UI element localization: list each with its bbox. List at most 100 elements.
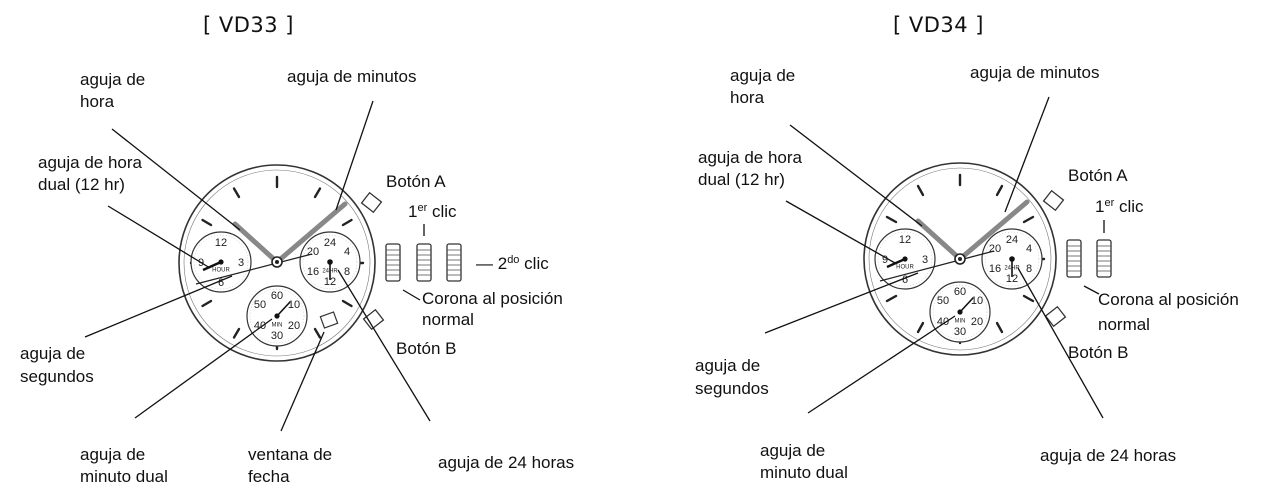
- hour-hand-label: aguja de: [730, 66, 795, 85]
- dual-minute-label-2: minuto dual: [80, 467, 168, 486]
- vd33-leader-lines: [84, 100, 431, 432]
- vd34-crown-click1: [1096, 239, 1112, 278]
- subdial-24h-4: 4: [344, 246, 350, 258]
- vd33-crown-click1: [416, 243, 432, 282]
- vd33-crown-normal: [385, 243, 401, 282]
- subdial-min-caption: MIN: [272, 323, 283, 329]
- dual-hour-label-2: dual (12 hr): [38, 175, 125, 194]
- button-a-label: Botón A: [386, 172, 446, 191]
- vd33-hour-hand: [232, 221, 280, 265]
- vd34-seconds-hand: [879, 250, 995, 282]
- subdial-min-40: 40: [937, 316, 949, 328]
- date-window-label: ventana de: [248, 445, 332, 464]
- vd34-diagram: [ VD34 ] 12 3: [695, 13, 1239, 482]
- vd34-title: [ VD34 ]: [893, 13, 984, 37]
- subdial-min-20: 20: [288, 320, 300, 332]
- vd34-button-b: [1044, 305, 1067, 328]
- subdial-24h-20: 20: [989, 243, 1001, 255]
- subdial-min-30: 30: [271, 330, 283, 342]
- subdial-24h-4: 4: [1026, 243, 1032, 255]
- subdial-12h-3: 3: [922, 254, 928, 266]
- vd34-minute-hand: [957, 199, 1030, 262]
- subdial-12h-3: 3: [238, 257, 244, 269]
- vd33-watch: 12 3 6 9 HOUR 24 4 8 12 16 20 24HR: [178, 164, 462, 362]
- dual-hour-label: aguja de hora: [698, 148, 803, 167]
- subdial-min-40: 40: [254, 320, 266, 332]
- vd33-minute-hand: [274, 201, 348, 265]
- hour-hand-label-2: hora: [730, 88, 765, 107]
- crown-label: Corona al posición: [422, 289, 563, 308]
- dual-minute-label-2: minuto dual: [760, 463, 848, 482]
- subdial-24h-8: 8: [344, 266, 350, 278]
- subdial-12h-caption: HOUR: [896, 265, 914, 271]
- subdial-24h-16: 16: [307, 266, 319, 278]
- crown-label-2: normal: [1098, 315, 1150, 334]
- seconds-label-2: segundos: [695, 379, 769, 398]
- crown-label: Corona al posición: [1098, 290, 1239, 309]
- subdial-24h-8: 8: [1026, 263, 1032, 275]
- vd34-leader-lines: [764, 96, 1105, 419]
- subdial-min-50: 50: [254, 299, 266, 311]
- vd33-title: [ VD33 ]: [203, 13, 294, 37]
- vd33-diagram: [ VD33 ] 12: [20, 13, 574, 486]
- vd33-button-b: [362, 308, 385, 331]
- date-window-label-2: fecha: [248, 467, 290, 486]
- vd34-crown-normal: [1066, 239, 1082, 278]
- hour-hand-label-2: hora: [80, 92, 115, 111]
- vd34-hour-hand: [915, 218, 963, 262]
- vd33-dial-ring: [183, 169, 371, 357]
- subdial-12h-12: 12: [215, 237, 227, 249]
- vd33-labels: aguja de hora aguja de minutos aguja de …: [20, 67, 574, 486]
- vd34-labels: aguja de hora aguja de minutos aguja de …: [695, 63, 1239, 482]
- subdial-min-10: 10: [971, 295, 983, 307]
- vd33-subdial-24h: 24 4 8 12 16 20 24HR: [299, 231, 361, 293]
- vd34-dial-ring: [868, 167, 1052, 351]
- vd33-crown-click2: [446, 243, 462, 282]
- vd34-subdial-24h: 24 4 8 12 16 20 24HR: [981, 228, 1043, 290]
- minute-hand-label: aguja de minutos: [970, 63, 1099, 82]
- dual-minute-label: aguja de: [80, 445, 145, 464]
- subdial-24h-20: 20: [307, 246, 319, 258]
- vd33-date-window: [319, 311, 339, 329]
- subdial-24h-24: 24: [1006, 234, 1018, 246]
- subdial-24h-16: 16: [989, 263, 1001, 275]
- click1-label: 1er clic: [408, 202, 457, 221]
- h24-label: aguja de 24 horas: [1040, 446, 1176, 465]
- subdial-min-60: 60: [271, 290, 283, 302]
- seconds-label: aguja de: [20, 344, 85, 363]
- dual-hour-label: aguja de hora: [38, 153, 143, 172]
- subdial-min-20: 20: [971, 316, 983, 328]
- vd33-button-a: [360, 191, 383, 214]
- subdial-12h-6: 6: [218, 277, 224, 289]
- vd34-button-a: [1042, 189, 1065, 212]
- seconds-label: aguja de: [695, 356, 760, 375]
- button-a-label: Botón A: [1068, 166, 1128, 185]
- click2-label: — 2do clic: [476, 254, 549, 273]
- h24-label: aguja de 24 horas: [438, 453, 574, 472]
- minute-hand-label: aguja de minutos: [287, 67, 416, 86]
- button-b-label: Botón B: [396, 339, 457, 358]
- dual-minute-label: aguja de: [760, 441, 825, 460]
- subdial-12h-9: 9: [882, 254, 888, 266]
- crown-label-2: normal: [422, 310, 474, 329]
- subdial-12h-6: 6: [902, 274, 908, 286]
- vd34-subdial-min: 60 10 20 30 40 50 MIN: [929, 281, 991, 343]
- subdial-24h-12: 12: [324, 276, 336, 288]
- subdial-min-60: 60: [954, 286, 966, 298]
- seconds-label-2: segundos: [20, 367, 94, 386]
- hour-hand-label: aguja de: [80, 70, 145, 89]
- vd33-seconds-hand: [195, 253, 313, 285]
- button-b-label: Botón B: [1068, 343, 1129, 362]
- dual-hour-label-2: dual (12 hr): [698, 170, 785, 189]
- subdial-12h-caption: HOUR: [212, 268, 230, 274]
- subdial-24h-24: 24: [324, 237, 336, 249]
- vd34-subdial-12h: 12 3 6 9 HOUR: [874, 228, 936, 290]
- subdial-min-caption: MIN: [955, 319, 966, 325]
- vd33-subdial-min: 60 10 20 30 40 50 MIN: [246, 285, 308, 347]
- subdial-min-10: 10: [288, 299, 300, 311]
- subdial-min-50: 50: [937, 295, 949, 307]
- subdial-24h-12: 12: [1006, 273, 1018, 285]
- subdial-min-30: 30: [954, 326, 966, 338]
- subdial-12h-12: 12: [899, 234, 911, 246]
